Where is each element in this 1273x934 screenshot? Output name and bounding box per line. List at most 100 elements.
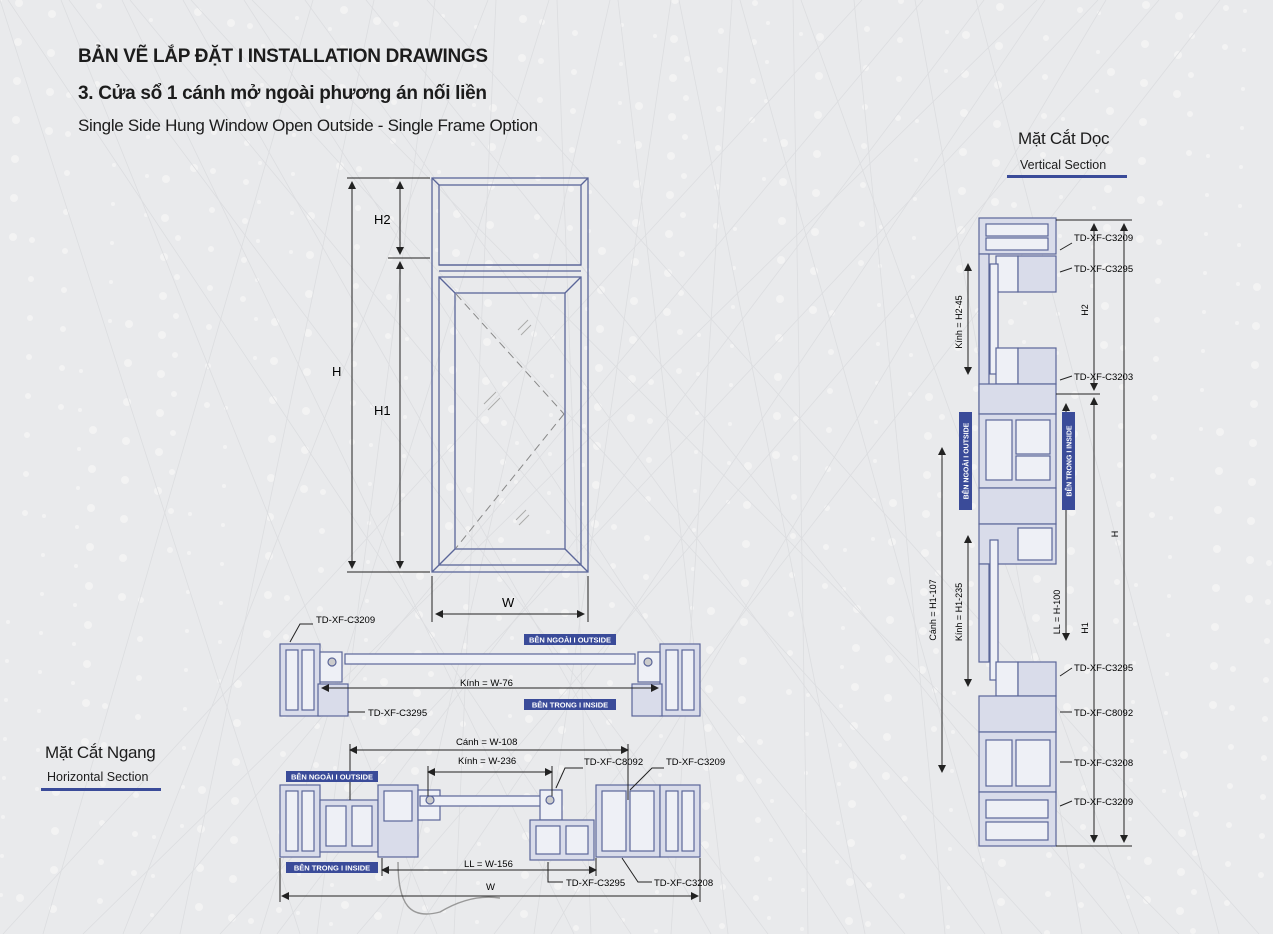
background-line: [356, 0, 1160, 934]
background-dot: [1239, 165, 1243, 169]
background-dot: [482, 377, 490, 385]
background-dot: [691, 567, 695, 571]
background-dot: [518, 54, 526, 62]
background-dot: [372, 56, 380, 64]
background-dot: [732, 266, 736, 270]
background-dot: [1093, 167, 1097, 171]
background-dot: [925, 393, 933, 401]
background-dot: [147, 96, 151, 100]
label-v-0: TD-XF-C3209: [1074, 233, 1133, 244]
background-dot: [1265, 599, 1271, 605]
background-dot: [678, 290, 684, 296]
background-dot: [882, 772, 890, 780]
background-line: [853, 0, 946, 934]
background-dot: [28, 276, 34, 282]
background-dot: [676, 368, 682, 374]
background-dot: [284, 595, 290, 601]
background-dot: [22, 510, 28, 516]
background-dot: [1166, 633, 1170, 637]
background-dot: [1188, 72, 1194, 78]
background-dot: [1199, 427, 1203, 431]
label-upper-c3209: TD-XF-C3209: [316, 615, 375, 626]
background-dot: [592, 481, 600, 489]
background-dot: [327, 66, 331, 70]
background-dot: [253, 356, 257, 360]
background-dot: [393, 21, 399, 27]
background-dot: [816, 33, 824, 41]
background-dot: [303, 368, 311, 376]
background-dot: [302, 407, 310, 415]
background-dot: [762, 177, 766, 181]
background-dot: [509, 675, 513, 679]
background-dot: [222, 484, 226, 488]
background-dot: [392, 60, 398, 66]
background-dot: [634, 141, 642, 149]
background-dot: [87, 504, 95, 512]
background-dot: [1105, 146, 1113, 154]
background-line: [413, 0, 1046, 934]
background-dot: [1156, 239, 1162, 245]
label-lower-c3208: TD-XF-C3208: [654, 878, 713, 889]
background-line: [179, 0, 375, 934]
background-dot: [707, 607, 715, 615]
background-dot: [736, 774, 744, 782]
background-dot: [463, 604, 469, 610]
background-dot: [339, 45, 347, 53]
background-dot: [667, 152, 675, 160]
background-dot: [883, 733, 891, 741]
background-dot: [845, 917, 853, 925]
background-dot: [499, 498, 505, 504]
background-dot: [1201, 349, 1205, 353]
background-dot: [245, 101, 251, 107]
dim-kinh-h1-label: Kính = H1-235: [954, 583, 964, 641]
background-dot: [1060, 156, 1064, 160]
background-dot: [511, 597, 515, 601]
background-dot: [232, 758, 240, 766]
background-dot: [336, 162, 344, 170]
background-dot: [75, 525, 79, 529]
background-dot: [483, 338, 491, 346]
background-dot: [901, 815, 907, 821]
background-dot: [1129, 778, 1133, 782]
background-dot: [570, 108, 576, 114]
background-dot: [1157, 200, 1163, 206]
background-dot: [874, 420, 878, 424]
background-dot: [439, 92, 443, 96]
background-dot: [1246, 556, 1254, 564]
label-lower-c3295: TD-XF-C3295: [566, 878, 625, 889]
background-dot: [1229, 705, 1235, 711]
background-dot: [120, 515, 128, 523]
background-dot: [340, 6, 348, 14]
background-dot: [538, 58, 544, 64]
background-dot: [134, 753, 140, 759]
background-dot: [744, 462, 752, 470]
background-dot: [1095, 89, 1099, 93]
background-dot: [283, 634, 289, 640]
background-dot: [16, 894, 24, 902]
upper-outside-label: BÊN NGOÀI I OUTSIDE: [529, 636, 611, 645]
background-dot: [791, 494, 797, 500]
background-dot: [77, 447, 81, 451]
background-dot: [993, 120, 1001, 128]
background-dot: [931, 726, 937, 732]
background-dot: [438, 131, 442, 135]
background-dot: [629, 336, 637, 344]
background-dot: [1132, 661, 1136, 665]
background-dot: [622, 879, 626, 883]
v-inside-tag: [1062, 412, 1075, 510]
background-dot: [1226, 822, 1232, 828]
background-dot: [810, 267, 818, 275]
background-dot: [738, 696, 746, 704]
background-dot: [1114, 579, 1120, 585]
background-dot: [1258, 872, 1264, 878]
background-dot: [826, 427, 832, 433]
leader-upper-c3209: [289, 623, 313, 643]
background-dot: [609, 602, 615, 608]
background-dot: [617, 140, 621, 144]
background-dot: [320, 489, 326, 495]
background-dot: [37, 709, 41, 713]
background-dot: [991, 198, 999, 206]
background-dot: [1042, 74, 1048, 80]
background-dot: [1064, 664, 1072, 672]
background-dot: [242, 218, 248, 224]
